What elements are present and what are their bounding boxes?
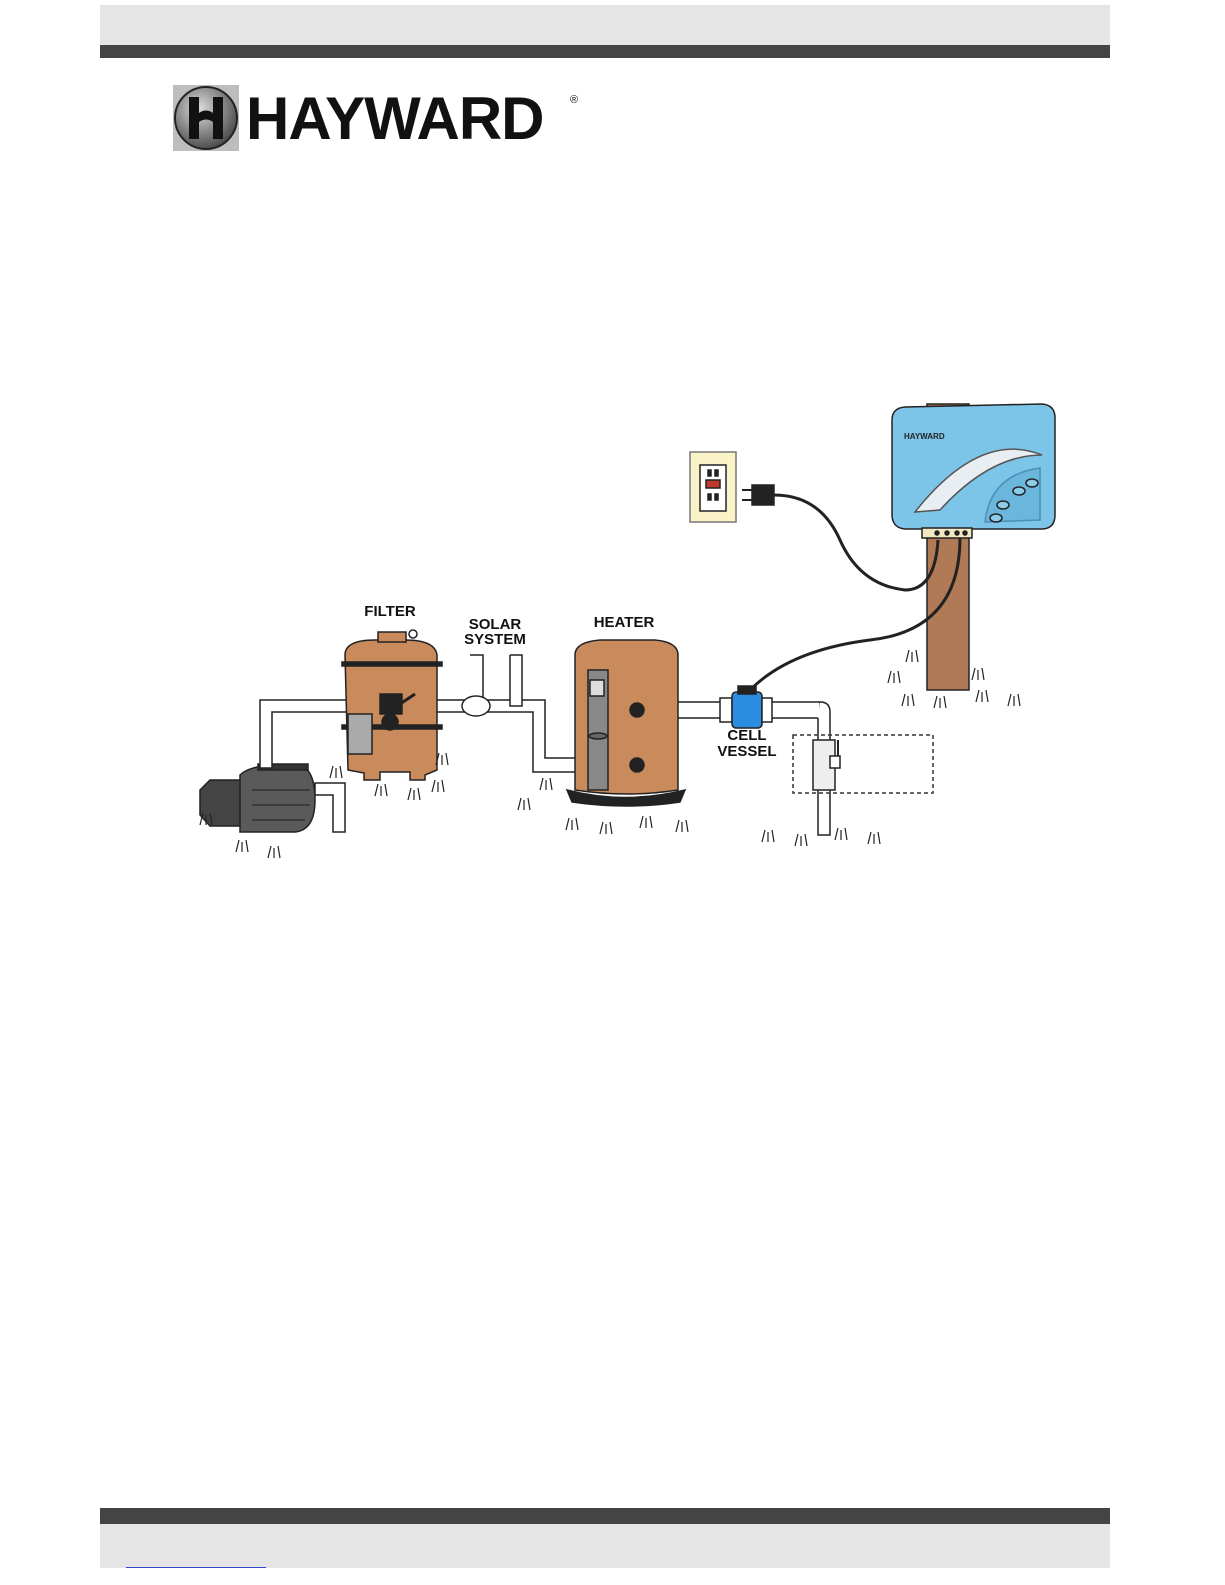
filter-tank	[342, 630, 442, 780]
solar-tee-fitting	[462, 696, 490, 716]
label-cell-line1: CELL	[707, 728, 787, 744]
control-unit-brand: HAYWARD	[904, 432, 945, 441]
cell-vessel	[720, 686, 772, 728]
control-unit	[892, 404, 1055, 538]
pump	[200, 764, 315, 832]
label-cell-line2: VESSEL	[707, 744, 787, 760]
footer-link-underline[interactable]	[126, 1567, 266, 1568]
label-heater: HEATER	[584, 615, 664, 631]
footer-bar-light	[100, 1524, 1110, 1568]
gfci-outlet	[690, 452, 774, 522]
label-solar-line2: SYSTEM	[455, 632, 535, 648]
label-filter: FILTER	[350, 604, 430, 620]
footer-bar-dark	[100, 1508, 1110, 1524]
heater	[567, 640, 685, 806]
check-valve	[813, 740, 840, 790]
